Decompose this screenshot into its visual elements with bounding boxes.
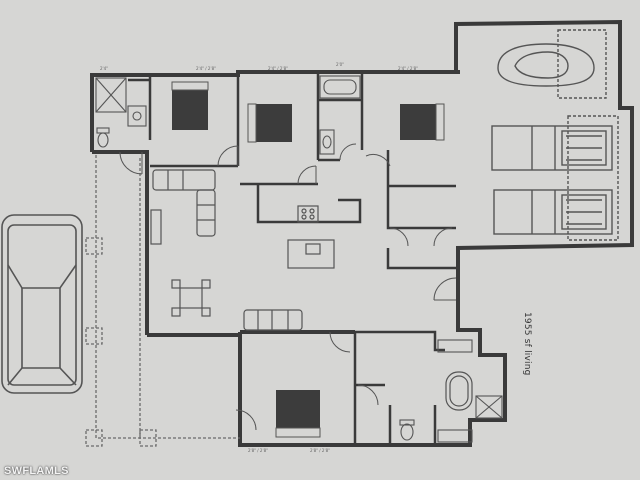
garage-beetle-car-icon <box>497 29 607 99</box>
dimension-marks: 2'4" / 2'8" 2'4" / 2'8" 2'0" 2'4" / 2'8"… <box>100 62 418 453</box>
bed-icon <box>247 103 292 143</box>
tv-console-icon <box>150 209 162 245</box>
shower-icon <box>475 395 503 419</box>
bed-icon <box>171 81 209 130</box>
vanity-icon <box>437 339 473 443</box>
bed-icon <box>400 103 445 141</box>
svg-text:2'4": 2'4" <box>100 66 108 71</box>
living-area-label: 1955 sf living <box>522 312 532 376</box>
shower-icon <box>95 77 127 113</box>
freestanding-tub-icon <box>445 371 473 411</box>
range-icon <box>297 205 319 223</box>
dining-table-icon <box>171 279 211 317</box>
sectional-sofa-icon <box>152 169 216 237</box>
bed-icon <box>275 390 321 438</box>
driveway-car-icon <box>1 214 83 394</box>
watermark-logo: SWFLAMLS <box>4 465 69 477</box>
svg-text:2'4" / 2'8": 2'4" / 2'8" <box>398 66 418 71</box>
toilet-icon <box>96 127 110 148</box>
sink-icon <box>127 105 147 127</box>
toilet-icon <box>319 129 335 155</box>
bathtub-icon <box>319 75 361 99</box>
svg-text:2'4" / 2'8": 2'4" / 2'8" <box>268 66 288 71</box>
lanai-outline <box>85 155 240 447</box>
toilet-icon <box>399 419 415 441</box>
garage-truck-2-icon <box>493 115 619 241</box>
exterior-walls <box>90 19 634 447</box>
svg-text:2'4" / 2'8": 2'4" / 2'8" <box>196 66 216 71</box>
svg-text:2'8" / 2'8": 2'8" / 2'8" <box>310 448 330 453</box>
kitchen-island-icon <box>287 239 335 269</box>
sofa-icon <box>243 309 303 331</box>
svg-text:2'0": 2'0" <box>336 62 344 67</box>
garage-truck-1-icon <box>491 125 613 171</box>
svg-text:2'8" / 2'8": 2'8" / 2'8" <box>248 448 268 453</box>
door-swings <box>119 143 457 431</box>
